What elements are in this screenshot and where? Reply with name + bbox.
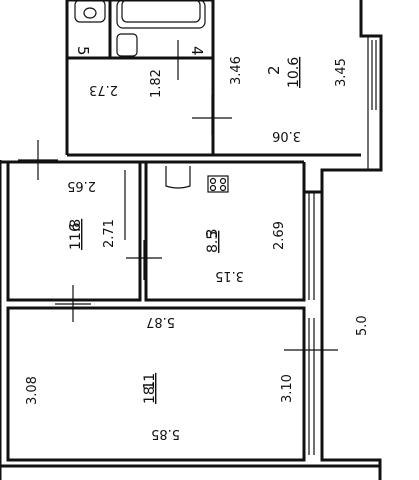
room-1-area: 18.1 bbox=[142, 373, 158, 404]
exterior-wall-right-upper bbox=[304, 0, 383, 194]
washbasin-icon bbox=[74, 0, 106, 23]
room-2-dim-right: 3.45 bbox=[334, 58, 349, 87]
room-2-number: 2 bbox=[265, 65, 283, 75]
corridor-dim-top: 2.73 bbox=[89, 82, 118, 97]
room-1-number: 1 bbox=[140, 380, 158, 390]
room-4-number: 4 bbox=[188, 46, 206, 56]
room-2-dim-bottom: 3.06 bbox=[272, 128, 301, 143]
room-1-dim-bottom: 5.85 bbox=[151, 426, 180, 441]
room-1-walls bbox=[6, 306, 306, 462]
room-1-dim-top: 5.87 bbox=[146, 314, 175, 329]
room-6-number: 6 bbox=[66, 222, 84, 232]
room-2-area: 10.6 bbox=[286, 57, 302, 88]
fixtures bbox=[74, 0, 229, 193]
heating-marks bbox=[18, 40, 338, 370]
exterior-dim-side: 5.0 bbox=[355, 315, 370, 336]
room-3-dim-right: 2.69 bbox=[272, 221, 287, 250]
room-6-area: 11.8 bbox=[68, 219, 84, 250]
corridor-dim-right: 1.82 bbox=[149, 69, 164, 98]
room-6-dim-right: 2.71 bbox=[102, 219, 117, 248]
walls bbox=[0, 0, 383, 480]
room-3-dim-bottom: 3.15 bbox=[215, 268, 244, 283]
room-1-dim-right: 3.10 bbox=[280, 374, 295, 403]
exterior-wall-right-lower bbox=[320, 192, 382, 480]
room-3-area: 8.5 bbox=[205, 231, 221, 253]
windows bbox=[308, 40, 377, 455]
room-1-dim-left: 3.08 bbox=[25, 376, 40, 405]
toilet-icon bbox=[116, 33, 138, 57]
room-6-walls bbox=[6, 162, 142, 302]
stove-icon bbox=[207, 175, 229, 193]
bathroom-block bbox=[65, 0, 215, 60]
room-3-number: 3 bbox=[203, 228, 221, 238]
room-3-walls bbox=[144, 162, 306, 302]
sink-icon bbox=[165, 166, 191, 189]
room-6-dim-top: 2.65 bbox=[67, 178, 96, 193]
room-2-dim-left: 3.46 bbox=[229, 56, 244, 85]
room-5-number: 5 bbox=[74, 46, 92, 56]
bathtub-icon bbox=[116, 0, 206, 29]
